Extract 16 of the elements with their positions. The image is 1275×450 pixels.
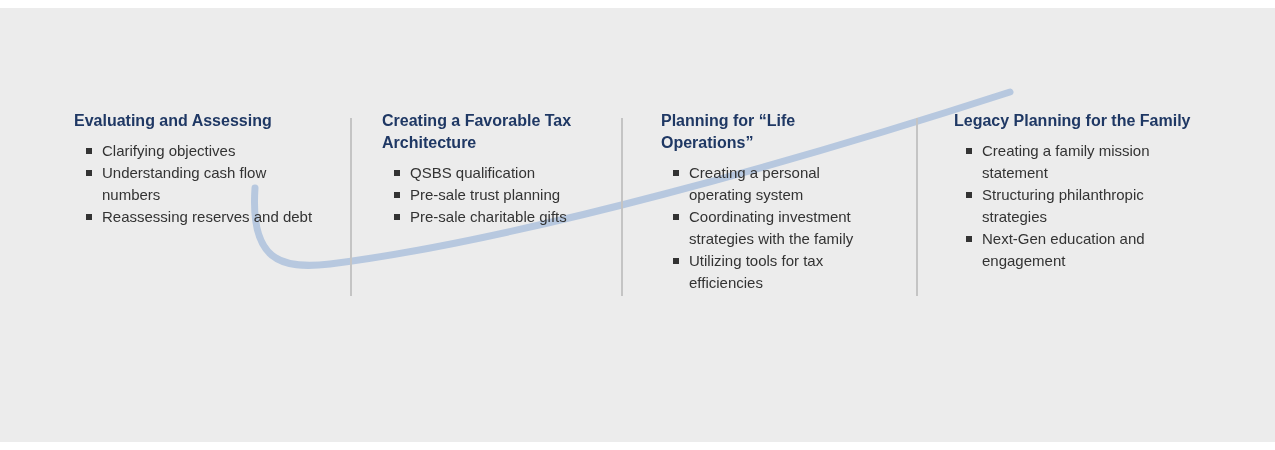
bullet-item: Reassessing reserves and debt bbox=[102, 208, 313, 225]
bullet-item: Understanding cash flow numbers bbox=[102, 164, 267, 203]
bullet-item: Clarifying objectives bbox=[102, 142, 236, 159]
bullet-item: Coordinating investment strategies with the family bbox=[689, 208, 854, 247]
bullet-item: Utilizing tools for tax efficiencies bbox=[689, 252, 824, 291]
bullet-item: Structuring philanthropic strategies bbox=[982, 186, 1144, 225]
column-heading: Creating a Favorable Tax Architecture bbox=[382, 111, 573, 153]
bullet-item: Next-Gen education and engagement bbox=[982, 230, 1145, 269]
bullet-item: Creating a family mission statement bbox=[982, 142, 1150, 181]
bullet-item: Pre-sale charitable gifts bbox=[410, 208, 567, 225]
bullet-item: Creating a personal operating system bbox=[689, 164, 820, 203]
column-heading: Legacy Planning for the Family bbox=[954, 111, 1192, 131]
bullet-item: Pre-sale trust planning bbox=[410, 186, 561, 203]
bullet-item: QSBS qualification bbox=[410, 164, 536, 181]
column-heading: Evaluating and Assessing bbox=[74, 111, 273, 131]
column-heading: Planning for “Life Operations” bbox=[661, 111, 797, 153]
